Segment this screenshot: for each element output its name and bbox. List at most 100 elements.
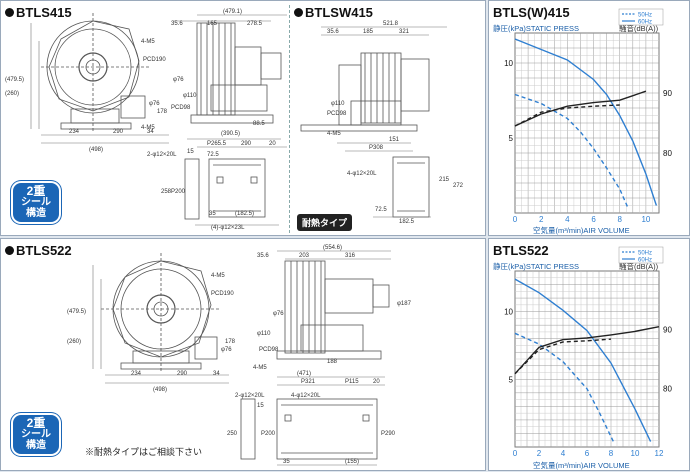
dim-label: P321 <box>301 379 316 385</box>
dim-label: 185 <box>363 29 374 35</box>
dim-label: 203 <box>299 253 310 259</box>
drawing-btls415: 35.6 (479.1) 165 278.5 4-M5 PCD190 φ110 … <box>5 9 464 231</box>
chart-panel-522: BTLS522 静圧(kPa)STATIC PRESS 騒音(dB(A)) 0 2… <box>488 238 690 471</box>
dim-label: 34 <box>147 129 154 135</box>
dim-label: 182.5 <box>399 219 415 225</box>
legend-label: 50Hz <box>638 13 652 19</box>
dim-label: (260) <box>5 91 19 97</box>
double-seal-badge: 2重 シール 構造 <box>13 415 59 454</box>
dim-label: PCD190 <box>211 291 234 297</box>
dim-label: 321 <box>399 29 410 35</box>
dim-label: 4-φ12×20L <box>291 393 321 399</box>
chart-panel-415: BTLS(W)415 静圧(kPa)STATIC PRESS 騒音(dB(A))… <box>488 0 690 236</box>
dim-label: P308 <box>369 145 384 151</box>
dim-label: 234 <box>69 129 80 135</box>
x-tick-label: 2 <box>539 215 544 224</box>
pressure-series-line <box>514 278 652 442</box>
y-tick-label: 10 <box>504 308 513 317</box>
dim-label: 35.6 <box>327 29 339 35</box>
pressure-series-line <box>514 332 615 442</box>
dim-label: 4-M5 <box>141 125 155 131</box>
dim-label: PCD190 <box>143 57 166 63</box>
legend-label: 60Hz <box>638 20 652 26</box>
dim-label: 35.6 <box>257 253 269 259</box>
noise-series-line <box>514 338 612 375</box>
dim-label: 178 <box>157 109 168 115</box>
dim-label: φ76 <box>173 77 184 83</box>
noise-series-line <box>514 104 620 127</box>
dim-label: P200 <box>171 189 186 195</box>
y2-tick-label: 80 <box>663 384 672 393</box>
dim-label: 4-M5 <box>141 39 155 45</box>
dim-label: 2-φ12×20L <box>235 393 265 399</box>
y-tick-label: 10 <box>504 59 513 68</box>
x-tick-label: 2 <box>537 449 542 458</box>
dim-label: PCD98 <box>259 347 279 353</box>
y2-axis-label: 騒音(dB(A)) <box>619 262 659 271</box>
model-header-btls522: BTLS522 <box>5 243 72 258</box>
heat-resistant-tag: 耐熱タイプ <box>297 214 353 231</box>
dim-label: 2-φ12×20L <box>147 152 177 158</box>
x-tick-label: 8 <box>609 449 614 458</box>
y-axis-label: 静圧(kPa)STATIC PRESS <box>493 262 579 271</box>
dim-label: 88.5 <box>253 121 265 127</box>
dim-label: φ110 <box>257 331 271 337</box>
y-tick-label: 5 <box>509 134 514 143</box>
x-tick-label: 0 <box>513 215 518 224</box>
dim-label: 15 <box>257 403 264 409</box>
dim-label: (390.5) <box>221 131 240 137</box>
bullet-icon <box>294 8 303 17</box>
dim-label: 250 <box>227 431 238 437</box>
x-axis-label: 空気量(m³/min)AIR VOLUME <box>533 226 630 235</box>
chart-title: BTLS522 <box>493 243 549 258</box>
dim-label: 35.6 <box>171 21 183 27</box>
dim-label: 178 <box>225 339 236 345</box>
y-axis-label: 静圧(kPa)STATIC PRESS <box>493 24 579 33</box>
pressure-series-line <box>514 93 629 208</box>
dim-label: 278.5 <box>247 21 263 27</box>
dim-label: P115 <box>345 379 359 385</box>
drawing-panel-btls522: BTLS522 <box>0 238 486 471</box>
dim-label: (479.1) <box>223 9 242 15</box>
dim-label: φ76 <box>273 311 284 317</box>
dim-label: P265.5 <box>207 141 227 147</box>
dim-label: 272 <box>453 183 464 189</box>
dim-label: 72.5 <box>207 152 219 158</box>
model-header-btlsw415: BTLSW415 <box>294 5 373 20</box>
dim-label: (479.5) <box>67 309 86 315</box>
dim-label: 151 <box>389 137 400 143</box>
dim-label: 20 <box>269 141 276 147</box>
dim-label: φ110 <box>331 101 345 107</box>
dim-label: (471) <box>297 371 311 377</box>
noise-series-line <box>514 326 660 375</box>
dim-label: (479.5) <box>5 77 24 83</box>
dim-label: (498) <box>89 147 103 153</box>
model-header-btls415: BTLS415 <box>5 5 72 20</box>
noise-series-line <box>514 90 647 127</box>
x-tick-label: 6 <box>585 449 590 458</box>
dim-label: 4-M5 <box>211 273 225 279</box>
x-tick-label: 6 <box>591 215 596 224</box>
dim-label: (260) <box>67 339 81 345</box>
chart-title: BTLS(W)415 <box>493 5 570 20</box>
y2-tick-label: 90 <box>663 326 672 335</box>
x-tick-label: 10 <box>631 449 640 458</box>
y-tick-label: 5 <box>509 375 514 384</box>
dim-label: PCD98 <box>171 105 191 111</box>
x-tick-label: 0 <box>513 449 518 458</box>
dim-label: φ76 <box>221 347 232 353</box>
legend-label: 60Hz <box>638 258 652 264</box>
dim-label: 521.8 <box>383 21 399 27</box>
x-axis-label: 空気量(m³/min)AIR VOLUME <box>533 461 630 470</box>
dim-label: (155) <box>345 459 359 465</box>
dim-label: 72.5 <box>375 207 387 213</box>
bullet-icon <box>5 8 14 17</box>
heat-resistant-note: ※耐熱タイプはご相談下さい <box>85 447 203 457</box>
legend-label: 50Hz <box>638 251 652 257</box>
pressure-series-line <box>514 38 658 206</box>
y2-axis-label: 騒音(dB(A)) <box>619 24 659 33</box>
dim-label: 15 <box>187 149 194 155</box>
dim-label: 258 <box>161 189 172 195</box>
dim-label: φ187 <box>397 301 412 307</box>
